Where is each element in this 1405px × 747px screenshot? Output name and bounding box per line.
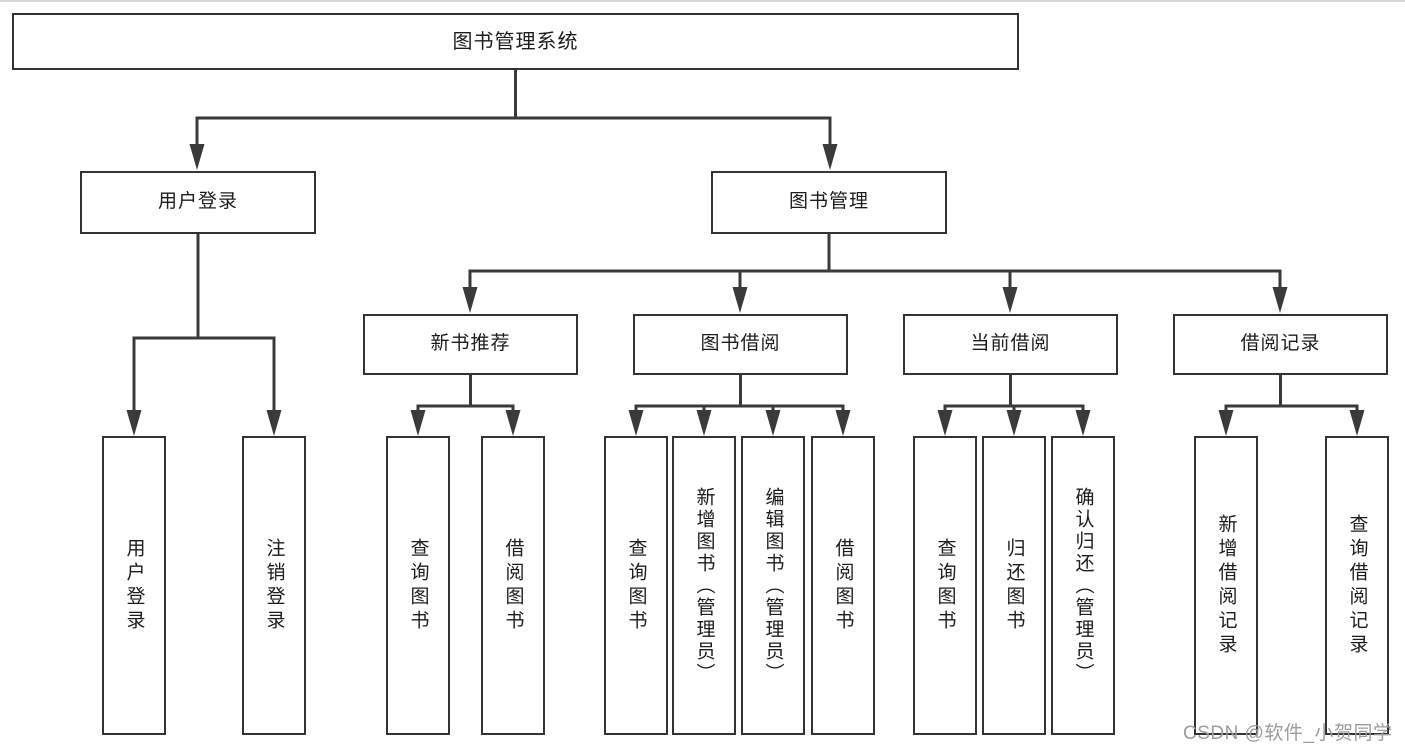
node-borrowing-records: 借阅记录 <box>1173 314 1388 375</box>
leaf-query-books-borrow: 查询图书 <box>604 436 668 735</box>
csdn-watermark: CSDN @软件_小贺同学 <box>1183 723 1393 744</box>
leaf-borrow-books: 借阅图书 <box>811 436 875 735</box>
leaf-confirm-return-admin: 确认归还（管理员） <box>1051 436 1115 735</box>
leaf-user-login: 用户登录 <box>102 436 166 735</box>
leaf-query-borrow-record: 查询借阅记录 <box>1325 436 1389 735</box>
leaf-query-books-current: 查询图书 <box>913 436 977 735</box>
leaf-return-books: 归还图书 <box>982 436 1046 735</box>
leaf-logout-login: 注销登录 <box>242 436 306 735</box>
leaf-borrow-books-recommend: 借阅图书 <box>481 436 545 735</box>
leaf-add-borrow-record: 新增借阅记录 <box>1194 436 1258 735</box>
top-divider <box>0 0 1405 2</box>
leaf-edit-books-admin: 编辑图书（管理员） <box>741 436 805 735</box>
node-new-book-recommend: 新书推荐 <box>363 314 578 375</box>
leaf-query-books-recommend: 查询图书 <box>386 436 450 735</box>
node-root-library-system: 图书管理系统 <box>12 13 1019 70</box>
node-current-borrowing: 当前借阅 <box>903 314 1118 375</box>
leaf-add-books-admin: 新增图书（管理员） <box>672 436 736 735</box>
node-user-login: 用户登录 <box>80 171 316 234</box>
node-book-borrowing: 图书借阅 <box>633 314 848 375</box>
node-book-management: 图书管理 <box>711 171 947 234</box>
